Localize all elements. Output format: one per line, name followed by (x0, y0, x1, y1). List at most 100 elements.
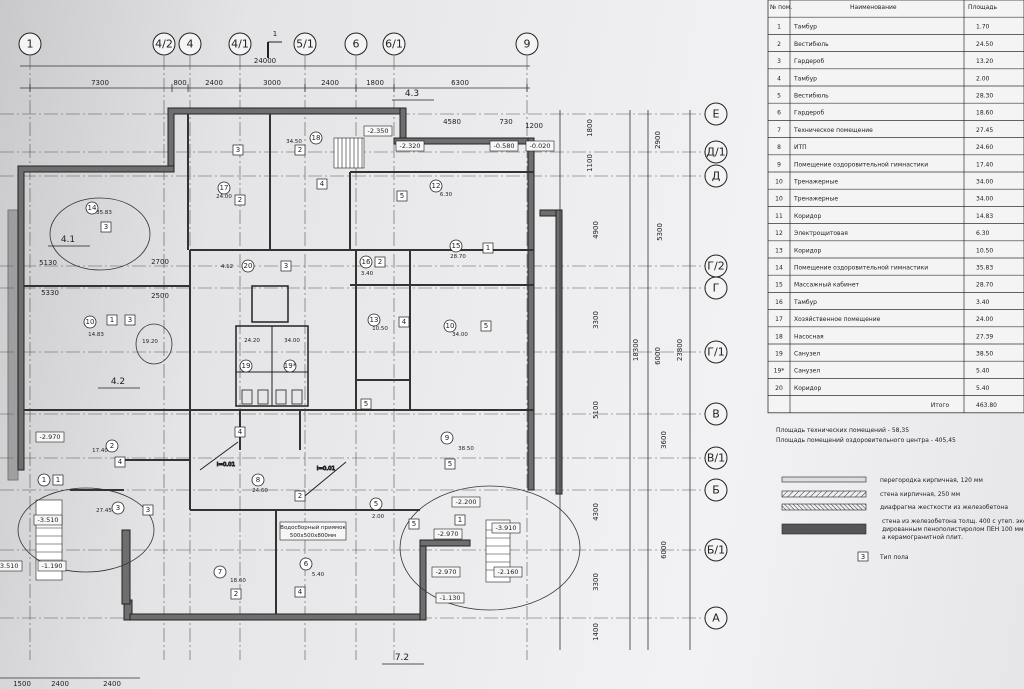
floor-type-17-text: 2 (234, 590, 238, 598)
room-area-17: 5.40 (312, 572, 325, 578)
legend-swatch-partition (781, 476, 867, 483)
axis-row-7-bubble-label: В (712, 408, 720, 421)
stair-ref-3: 4.2 (98, 377, 140, 389)
level-mark-5-text: -2.970 (40, 433, 61, 441)
table-cell-area: 34.00 (976, 179, 993, 186)
room-area-5: 28.70 (450, 254, 466, 260)
floor-type-16: 3 (142, 504, 154, 516)
floor-type-15: 1 (52, 474, 64, 486)
room-area-3: 34.50 (286, 139, 302, 145)
floor-type-24: 5 (360, 398, 372, 410)
table-cell-name: Тамбур (793, 299, 817, 306)
floor-type-13: 4 (114, 456, 126, 468)
table-cell-number: 18 (775, 333, 783, 340)
axis-row-3-bubble: Д (704, 164, 728, 188)
axis-8-bubble: 9 (515, 32, 539, 56)
level-mark-8: -2.200 (451, 496, 481, 508)
legend-floor-type-number: 3 (861, 553, 865, 561)
room-15-number-text: 3 (116, 504, 120, 512)
table-cell-number: 15 (775, 282, 783, 289)
table-cell-name: Хозяйственное помещение (794, 316, 881, 323)
room-2-number-text: 17 (220, 184, 229, 192)
table-cell-number: 2 (777, 41, 781, 48)
axis-row-5-bubble-label: Г (713, 282, 720, 295)
room-1-number-text: 14 (88, 204, 97, 212)
floor-type-20-text: 1 (458, 516, 462, 524)
table-cell-number: 12 (775, 230, 783, 237)
floor-type-22: 2 (294, 144, 306, 156)
axis-8-bubble-label: 9 (524, 38, 531, 51)
room-19-number: 19 (239, 359, 253, 373)
stair-ref-2-text: 4.1 (61, 235, 75, 245)
room-11-number-text: 8 (256, 476, 260, 484)
table-cell-area: 1.70 (976, 24, 990, 31)
floor-type-18: 4 (294, 586, 306, 598)
axis-row-11-bubble-label: А (712, 612, 720, 625)
table-cell-area: 27.45 (976, 127, 993, 134)
room-area-20: 34.00 (284, 338, 300, 344)
dim-right-14: 3300 (592, 573, 600, 591)
room-area-8: 10.50 (372, 326, 388, 332)
table-header-name: Наименование (850, 4, 897, 11)
floor-type-6: 3 (280, 260, 292, 272)
floor-type-1-text: 3 (104, 223, 108, 231)
dim-right-4: 4900 (592, 221, 600, 239)
table-cell-name: Техническое помещение (793, 127, 873, 134)
room-3-number-text: 18 (312, 134, 321, 142)
table-cell-area: 34.00 (976, 196, 993, 203)
floor-type-13-text: 4 (118, 458, 123, 466)
level-mark-6: -3.510 (33, 514, 63, 526)
axis-1-bubble: 1 (18, 32, 42, 56)
room-area-9: 34.00 (452, 332, 468, 338)
level-mark-1-text: -2.350 (368, 127, 389, 135)
room-5-number: 15 (449, 239, 463, 253)
level-mark-4-text: -0.020 (530, 142, 551, 150)
dim-right-5: 5300 (656, 223, 664, 241)
dim-top-3: 2400 (205, 79, 223, 87)
floor-type-11-text: 3 (128, 316, 132, 324)
dim-right-11: 3600 (660, 431, 668, 449)
axis-5-bubble-label: 5/1 (296, 38, 314, 51)
area-summary: Площадь технических помещений - 58,35 Пл… (776, 427, 956, 444)
room-8-number: 13 (367, 313, 381, 327)
central-core (235, 285, 309, 407)
table-cell-number: 9 (777, 161, 781, 168)
room-12-number: 2 (105, 439, 119, 453)
axis-2-bubble: 4/2 (152, 32, 176, 56)
room-area-18: 2.00 (372, 514, 385, 520)
table-cell-area: 24.50 (976, 41, 993, 48)
floor-type-2: 2 (234, 194, 246, 206)
axis-6-bubble: 6 (344, 32, 368, 56)
level-mark-7: -2.970 (433, 528, 463, 540)
axis-row-3-bubble-label: Д (712, 170, 721, 183)
table-cell-name: Коридор (794, 213, 821, 220)
room-area-4: 6.30 (440, 192, 453, 198)
room-area-14: 19.20 (142, 339, 158, 345)
table-cell-name: Массажный кабинет (794, 282, 860, 289)
building-walls (7, 107, 563, 621)
room-2-number: 17 (217, 181, 231, 195)
room-14-number-text: 1 (42, 476, 46, 484)
level-mark-12-text: -1.130 (440, 594, 461, 602)
axis-3-bubble-label: 4 (187, 38, 194, 51)
floor-type-14-text: 5 (448, 460, 452, 468)
axis-2-bubble-label: 4/2 (155, 38, 173, 51)
room-area-15: 27.45 (96, 508, 112, 514)
axis-5-bubble: 5/1 (293, 32, 317, 56)
table-total-value: 463.80 (976, 402, 997, 409)
table-cell-number: 6 (777, 110, 781, 117)
section-mark-number: 1 (273, 30, 277, 38)
level-mark-2: -2.320 (395, 140, 425, 152)
room-13-number-text: 9 (445, 434, 449, 442)
stair-ref-1: 4.3 (392, 89, 434, 101)
